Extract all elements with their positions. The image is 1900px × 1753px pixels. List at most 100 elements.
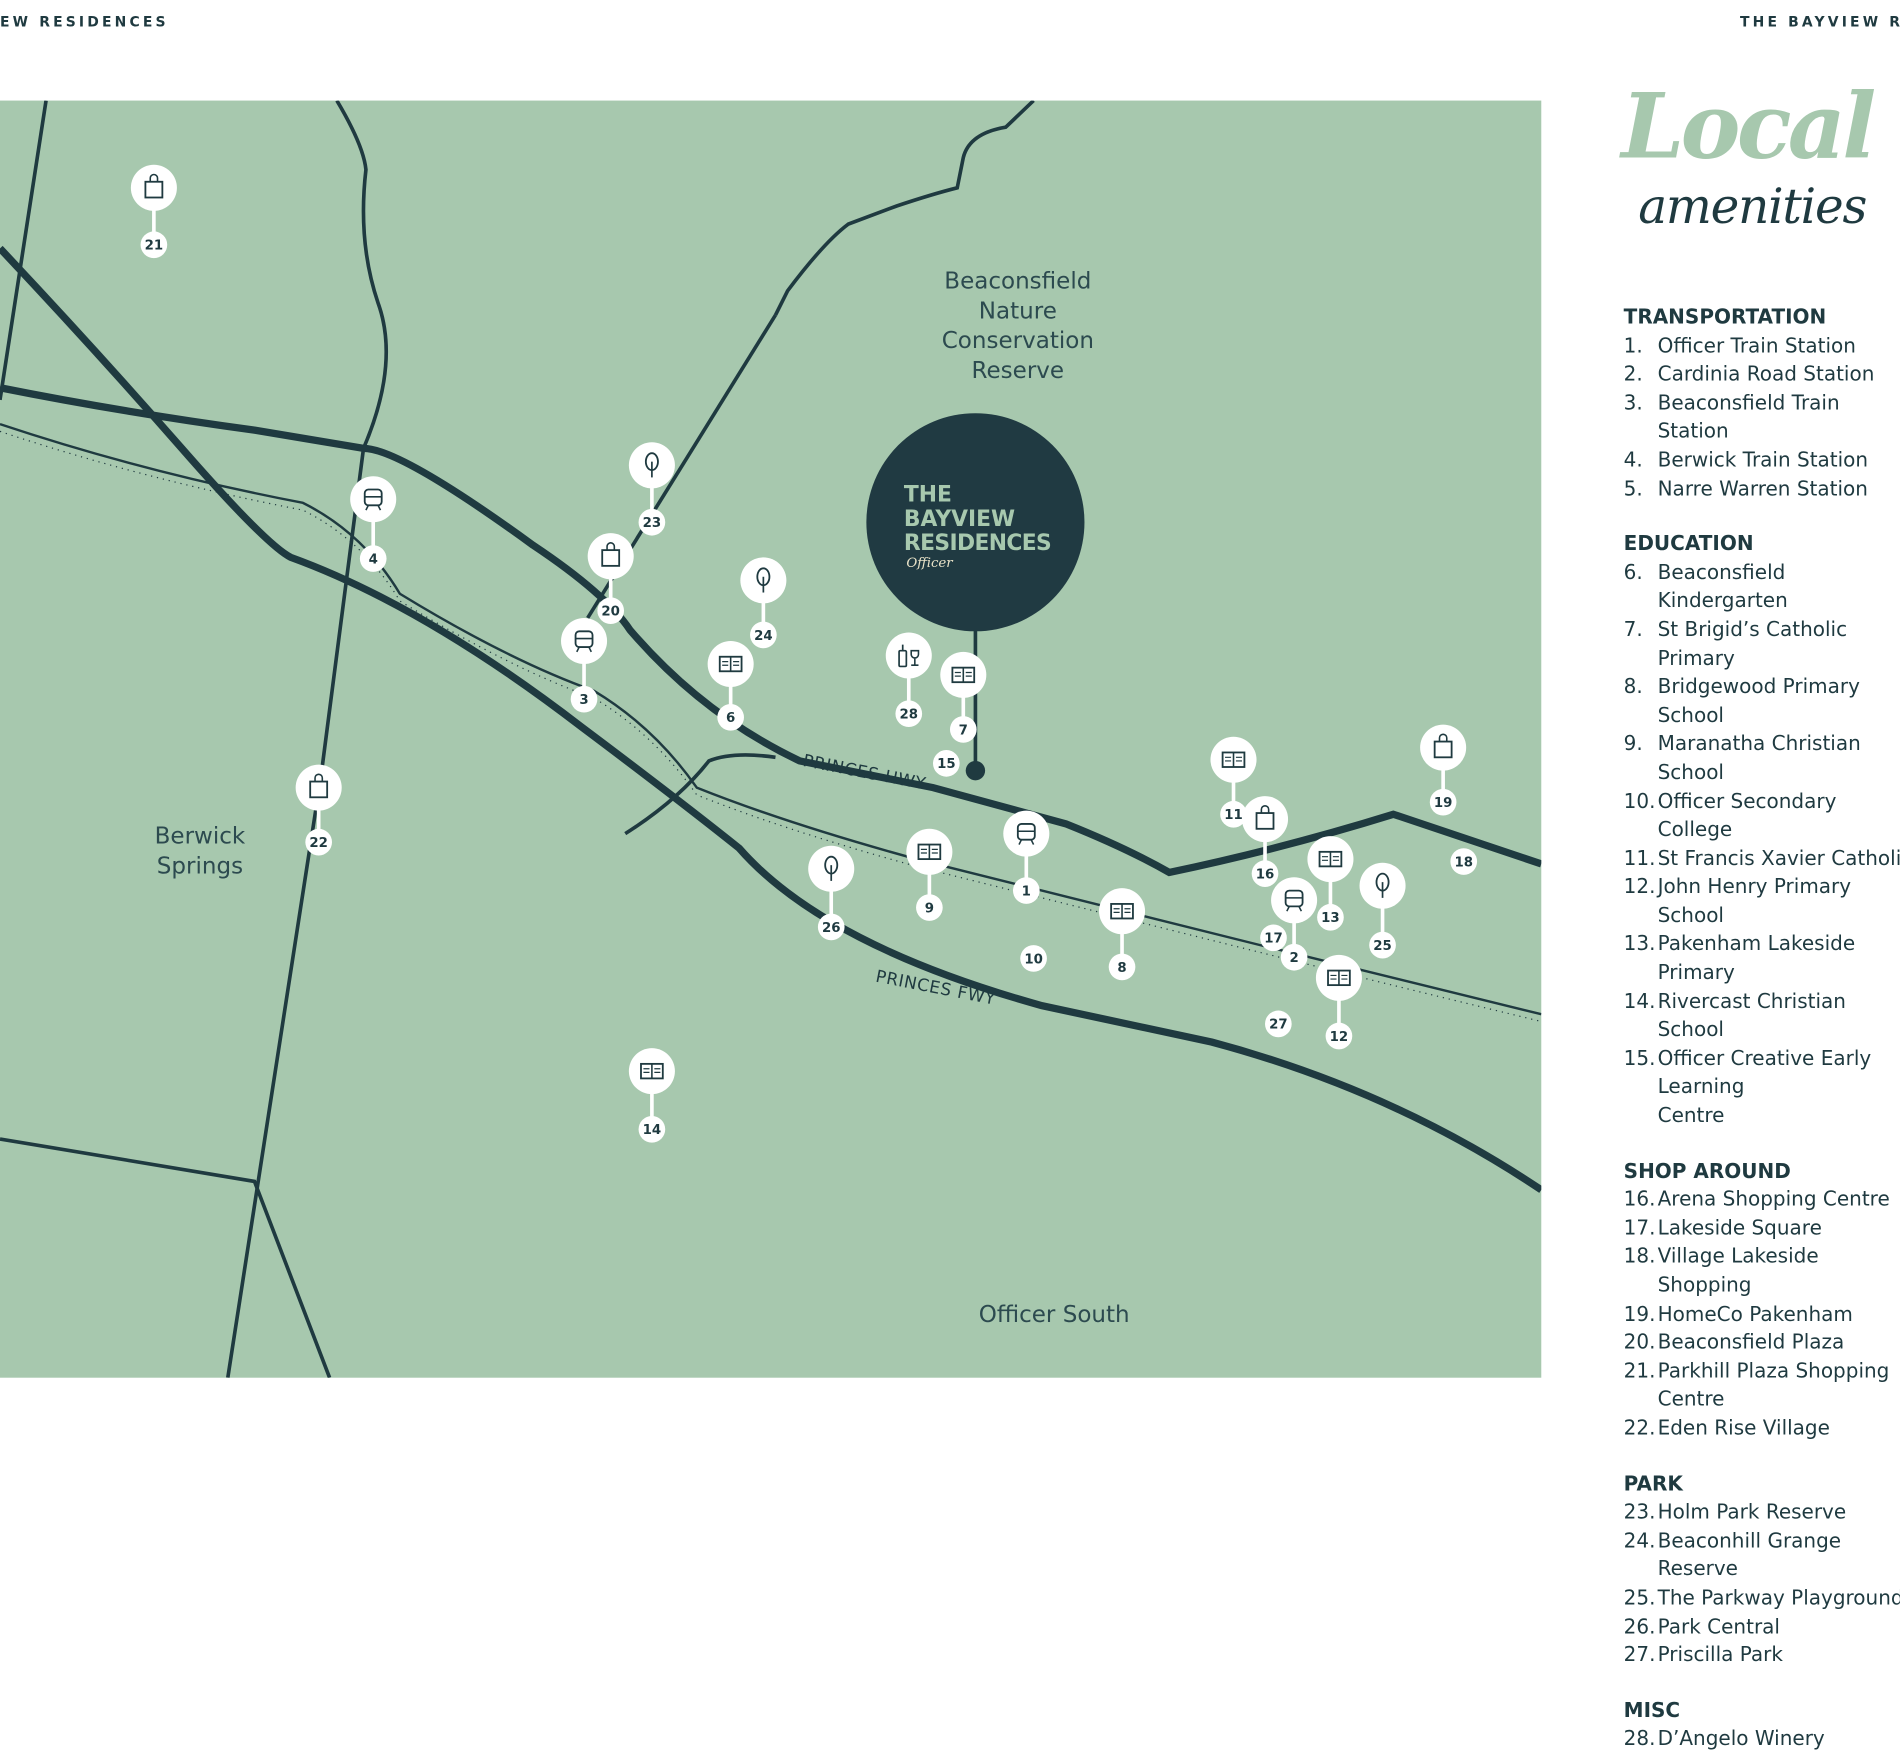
marker-number-bg bbox=[717, 703, 744, 731]
legend-item-label: Officer Train Station bbox=[1657, 333, 1856, 357]
legend-item-number: 2. bbox=[1623, 362, 1643, 386]
legend-item-label: Eden Rise Village bbox=[1657, 1416, 1830, 1440]
legend-item-number: 1. bbox=[1623, 333, 1643, 357]
legend-item: 7.St Brigid’s Catholic Primary bbox=[1624, 615, 1900, 672]
map-marker-25[interactable]: 25 bbox=[1359, 862, 1406, 959]
development-name-line2: BAYVIEW bbox=[904, 507, 1015, 532]
marker-number-bg bbox=[638, 508, 666, 536]
bag-icon bbox=[309, 773, 329, 799]
map-marker-9[interactable]: 9 bbox=[906, 828, 953, 921]
place-label: Berwick Springs bbox=[154, 822, 246, 880]
map-marker-21[interactable]: 21 bbox=[130, 164, 177, 259]
map-marker-22[interactable]: 22 bbox=[295, 764, 342, 856]
map-marker-2[interactable]: 2 bbox=[1271, 877, 1318, 971]
legend-item-number: 12. bbox=[1623, 875, 1656, 899]
legend-item-label: The Parkway Playground bbox=[1657, 1586, 1900, 1610]
map-marker-8[interactable]: 8 bbox=[1099, 888, 1146, 981]
place-label: Beaconsfield Nature Conservation Reserve bbox=[941, 267, 1094, 384]
development-pin-dot bbox=[965, 760, 986, 781]
legend-category: TRANSPORTATION bbox=[1623, 305, 1827, 329]
marker-number-bg bbox=[597, 597, 625, 625]
map-marker-12[interactable]: 12 bbox=[1315, 954, 1362, 1050]
legend-item-number: 24. bbox=[1623, 1528, 1656, 1552]
book-icon bbox=[1318, 850, 1343, 868]
markers: 1234678910111213141516171819202122232425… bbox=[130, 164, 1478, 1143]
marker-number-bg bbox=[1450, 848, 1478, 875]
map-marker-10[interactable]: 10 bbox=[1020, 945, 1047, 972]
map-marker-13[interactable]: 13 bbox=[1307, 836, 1354, 931]
legend-item-label: Arena Shopping Centre bbox=[1657, 1187, 1890, 1211]
map-marker-11[interactable]: 11 bbox=[1210, 736, 1257, 828]
marker-number-bg bbox=[359, 545, 387, 572]
legend-item-number: 27. bbox=[1623, 1643, 1656, 1667]
map-marker-6[interactable]: 6 bbox=[707, 640, 754, 731]
legend-item-label: Officer Secondary College bbox=[1657, 789, 1837, 842]
legend-item-label: Beaconsfield Kindergarten bbox=[1657, 560, 1788, 613]
marker-number: 16 bbox=[1256, 867, 1275, 882]
legend-item-label: Parkhill Plaza Shopping Centre bbox=[1657, 1359, 1890, 1411]
map-marker-1[interactable]: 1 bbox=[1003, 810, 1050, 904]
legend-item-label: Berwick Train Station bbox=[1657, 448, 1869, 472]
marker-number-bg bbox=[1012, 877, 1040, 904]
marker-number-bg bbox=[1265, 1010, 1292, 1038]
legend-item-number: 23. bbox=[1623, 1500, 1656, 1524]
map-marker-7[interactable]: 7 bbox=[940, 651, 987, 743]
legend-item: 28.D’Angelo Winery bbox=[1624, 1725, 1900, 1753]
legend-item-label: Narre Warren Station bbox=[1657, 476, 1868, 500]
map-marker-4[interactable]: 4 bbox=[350, 476, 397, 572]
marker-number: 19 bbox=[1434, 796, 1453, 811]
marker-number-bg bbox=[949, 716, 977, 743]
legend-item-number: 15. bbox=[1623, 1046, 1656, 1070]
marker-number-bg bbox=[1280, 943, 1308, 971]
marker-number: 23 bbox=[643, 516, 662, 531]
tree-icon bbox=[644, 452, 659, 478]
marker-number: 24 bbox=[754, 629, 773, 644]
marker-number: 22 bbox=[309, 836, 328, 851]
marker-number: 3 bbox=[579, 693, 588, 708]
legend-item-label: Holm Park Reserve bbox=[1657, 1500, 1847, 1524]
marker-number-bg bbox=[1251, 860, 1279, 887]
legend-item-number: 25. bbox=[1623, 1586, 1656, 1610]
marker-number-bg bbox=[916, 894, 943, 921]
map-marker-19[interactable]: 19 bbox=[1420, 724, 1467, 816]
legend-item-number: 19. bbox=[1623, 1302, 1656, 1326]
marker-number-bg bbox=[933, 750, 960, 777]
legend-item-label: Village Lakeside Shopping bbox=[1657, 1244, 1819, 1297]
map-marker-17[interactable]: 17 bbox=[1260, 924, 1287, 952]
map-marker-14[interactable]: 14 bbox=[628, 1048, 675, 1143]
legend-item-label: Beaconsfield Train Station bbox=[1657, 391, 1840, 443]
train-icon bbox=[1016, 823, 1036, 845]
marker-number: 14 bbox=[643, 1123, 662, 1138]
map-marker-15[interactable]: 15 bbox=[933, 750, 960, 777]
legend-item: 20.Beaconsfield Plaza bbox=[1624, 1328, 1900, 1357]
marker-number-bg bbox=[1108, 953, 1136, 981]
legend-item-number: 6. bbox=[1623, 560, 1643, 584]
legend-item-number: 18. bbox=[1623, 1244, 1656, 1268]
legend-item: 1. Officer Train Station bbox=[1624, 332, 1900, 361]
map-marker-20[interactable]: 20 bbox=[587, 533, 634, 625]
map-marker-18[interactable]: 18 bbox=[1450, 848, 1478, 875]
legend-item: 5. Narre Warren Station bbox=[1624, 474, 1900, 503]
legend-item-number: 22. bbox=[1623, 1416, 1656, 1440]
legend-item-number: 5. bbox=[1623, 476, 1643, 500]
map-marker-3[interactable]: 3 bbox=[561, 617, 608, 713]
book-icon bbox=[718, 655, 743, 673]
marker-number-bg bbox=[750, 621, 777, 649]
map-marker-23[interactable]: 23 bbox=[628, 442, 675, 536]
marker-number-bg bbox=[1429, 788, 1457, 816]
marker-icon-bg bbox=[1241, 796, 1289, 843]
map-marker-26[interactable]: 26 bbox=[808, 845, 855, 941]
map-land bbox=[0, 100, 1542, 1378]
legend-item-label: Beaconsfield Plaza bbox=[1657, 1330, 1845, 1354]
marker-number: 11 bbox=[1224, 808, 1243, 823]
map-marker-27[interactable]: 27 bbox=[1265, 1010, 1292, 1038]
bag-icon bbox=[601, 542, 621, 567]
train-icon bbox=[1284, 889, 1304, 912]
book-icon bbox=[1110, 903, 1134, 920]
legend-item-number: 20. bbox=[1623, 1330, 1656, 1354]
map-marker-28[interactable]: 28 bbox=[885, 632, 932, 728]
map-marker-16[interactable]: 16 bbox=[1241, 796, 1289, 887]
marker-icon-bg bbox=[1271, 877, 1318, 924]
map-marker-24[interactable]: 24 bbox=[740, 557, 787, 649]
